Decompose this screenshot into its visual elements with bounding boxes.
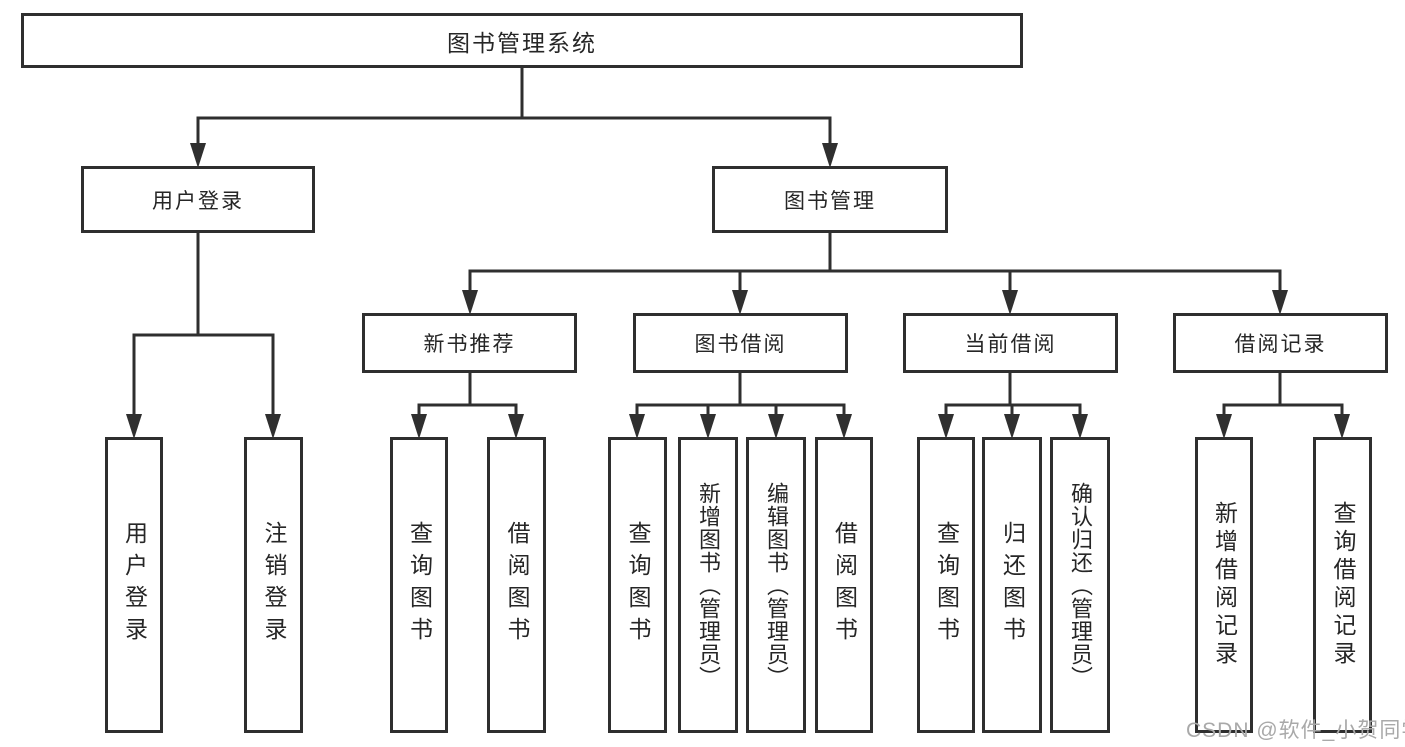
leaf-current-query-books: 查询图书 <box>917 437 975 733</box>
node-current-borrow: 当前借阅 <box>903 313 1118 373</box>
leaf-borrow-books: 借阅图书 <box>815 437 873 733</box>
leaf-query-borrow-record: 查询借阅记录 <box>1313 437 1372 733</box>
connector-current-borrow-to-leaves <box>944 373 1082 420</box>
connector-user-login-to-leaves <box>132 233 275 420</box>
node-book-management: 图书管理 <box>712 166 948 233</box>
leaf-return-books: 归还图书 <box>982 437 1042 733</box>
node-root: 图书管理系统 <box>21 13 1023 68</box>
node-user-login: 用户登录 <box>81 166 315 233</box>
leaf-logout: 注销登录 <box>244 437 303 733</box>
node-book-borrow: 图书借阅 <box>633 313 848 373</box>
leaf-user-login: 用户登录 <box>105 437 163 733</box>
leaf-borrow-query-books: 查询图书 <box>608 437 667 733</box>
leaf-newbooks-borrow-books: 借阅图书 <box>487 437 546 733</box>
leaf-edit-book-admin: 编辑图书（管理员） <box>746 437 806 733</box>
leaf-confirm-return-admin: 确认归还（管理员） <box>1050 437 1110 733</box>
node-borrow-records: 借阅记录 <box>1173 313 1388 373</box>
connector-book-borrow-to-leaves <box>635 373 846 420</box>
leaf-add-book-admin: 新增图书（管理员） <box>678 437 738 733</box>
connector-root-to-level2 <box>196 68 832 148</box>
csdn-watermark: CSDN @软件_小贺同学 <box>1186 719 1405 742</box>
leaf-newbooks-query-books: 查询图书 <box>390 437 448 733</box>
node-new-book-recommend: 新书推荐 <box>362 313 577 373</box>
leaf-add-borrow-record: 新增借阅记录 <box>1195 437 1253 733</box>
connector-borrow-records-to-leaves <box>1222 373 1344 420</box>
connector-book-mgmt-to-level3 <box>468 233 1282 295</box>
connector-new-books-to-leaves <box>417 373 518 420</box>
